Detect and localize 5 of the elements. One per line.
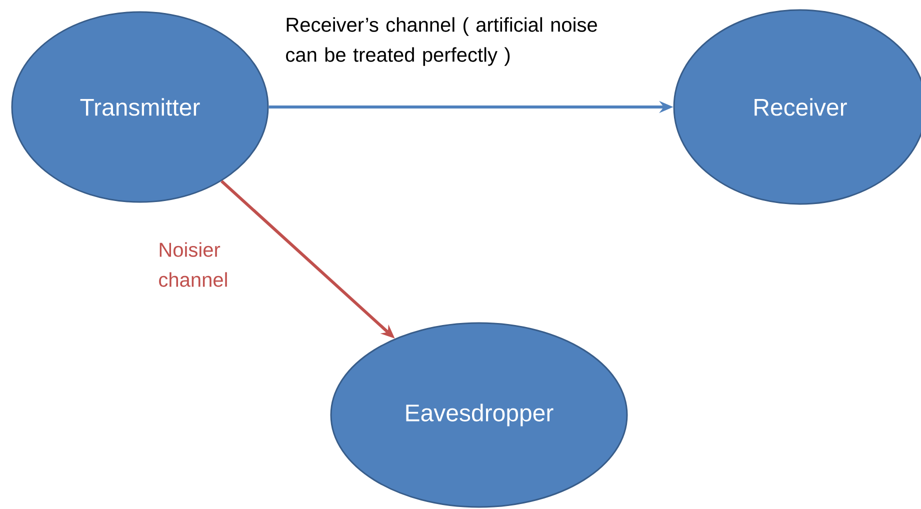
ellipse-node: Eavesdropper <box>330 322 628 508</box>
ellipse-node: Transmitter <box>11 11 269 203</box>
ellipse-node: Receiver <box>673 9 921 205</box>
edge-label: Noisier channel <box>159 242 227 287</box>
edge-label: Receiver’s channel ( artificial noise can be treated perfectly ) <box>286 17 597 66</box>
